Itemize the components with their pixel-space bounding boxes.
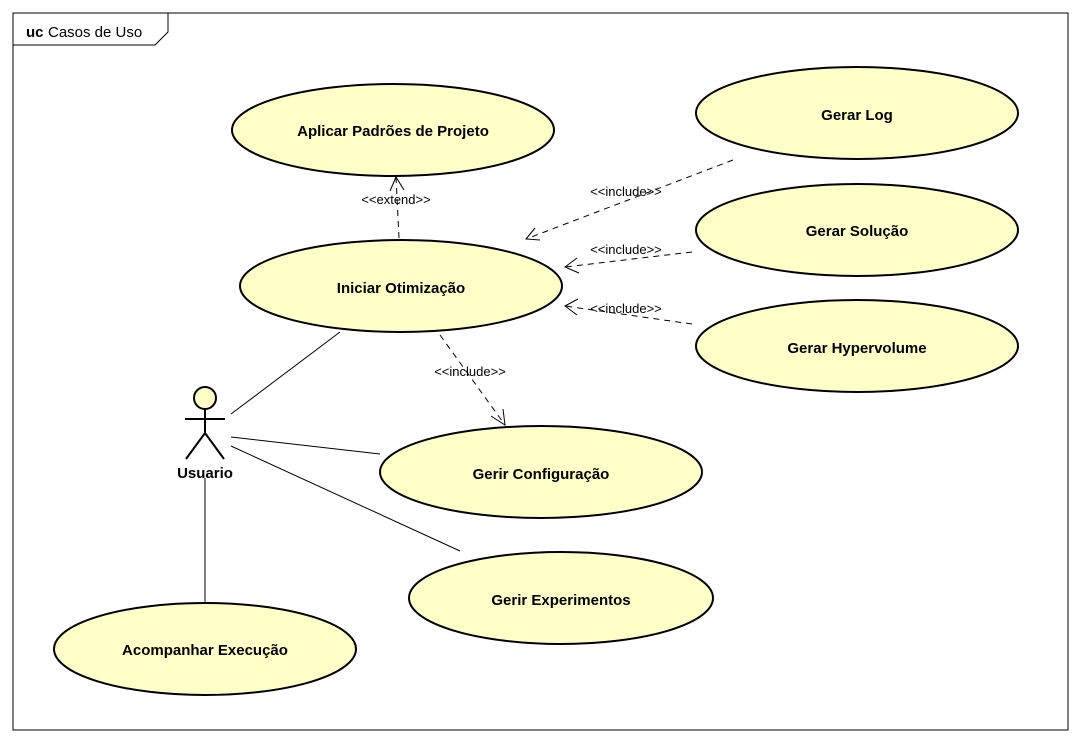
frame-keyword: uc [26,24,44,41]
usecase-gerir-experimentos[interactable] [408,551,714,645]
usecase-label: Aplicar Padrões de Projeto [297,123,489,140]
actor-label: Usuario [177,465,233,482]
include-label-solucao: <<include>> [590,242,662,257]
include-line-log [525,159,734,240]
include-label-hyper: <<include>> [590,301,662,316]
usecase-gerar-hypervolume[interactable] [695,299,1019,393]
assoc-gerir-experimentos [230,445,461,552]
include-arrowhead-log [525,227,541,241]
extend-label: <<extend>> [361,192,430,207]
extend-arrowhead [389,175,405,192]
usecase-acompanhar-execucao[interactable] [53,602,357,696]
actor-icon[interactable] [185,386,225,460]
usecase-label: Iniciar Otimização [337,280,465,297]
usecase-label: Acompanhar Execução [122,642,288,659]
include-arrowhead-solucao [564,257,580,274]
frame-tab [13,13,169,46]
usecase-label: Gerar Log [821,107,893,124]
usecase-label: Gerar Hypervolume [787,340,926,357]
usecase-iniciar-otimizacao[interactable] [239,239,563,333]
assoc-gerir-config [230,436,381,455]
include-label-log: <<include>> [590,184,662,199]
include-label-config: <<include>> [434,364,506,379]
usecase-gerar-solucao[interactable] [695,183,1019,277]
assoc-iniciar [230,331,341,415]
include-arrowhead-config [490,408,506,426]
usecase-label: Gerar Solução [806,223,909,240]
include-arrowhead-hyper [564,298,579,316]
usecase-aplicar-padroes[interactable] [231,83,555,177]
usecase-label: Gerir Experimentos [491,592,630,609]
usecase-gerar-log[interactable] [695,66,1019,160]
usecase-gerir-configuracao[interactable] [379,425,703,519]
frame-title: Casos de Uso [48,24,142,41]
include-line-config [439,334,506,426]
usecase-label: Gerir Configuração [473,466,610,483]
